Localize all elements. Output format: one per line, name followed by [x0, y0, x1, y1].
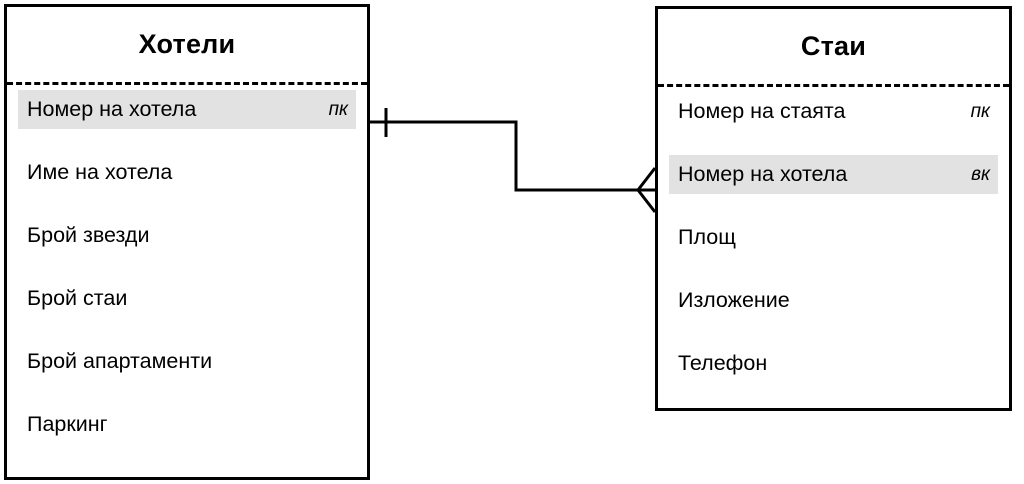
attribute-row[interactable]: Брой стаи [18, 279, 356, 318]
attribute-row[interactable]: Изложение [669, 281, 998, 320]
cardinality-many-marker [636, 167, 657, 213]
entity-title-rooms: Стаи [800, 31, 867, 61]
entity-header-separator [658, 84, 1009, 87]
attribute-name: Брой апартаменти [27, 349, 213, 373]
attribute-name: Брой стаи [27, 286, 128, 310]
attribute-row[interactable]: Брой звезди [18, 216, 356, 255]
attribute-name: Име на хотела [27, 160, 173, 184]
attribute-key-badge: пк [328, 99, 348, 120]
attribute-name: Телефон [678, 351, 768, 375]
attribute-row[interactable]: Телефон [669, 344, 998, 383]
relationship-line [370, 120, 655, 192]
entity-title-hotels: Хотели [138, 29, 236, 59]
attribute-row[interactable]: Площ [669, 218, 998, 257]
attribute-key-badge: вк [971, 164, 990, 185]
attribute-row[interactable]: Номер на хотела пк [18, 90, 356, 129]
attribute-row[interactable]: Име на хотела [18, 153, 356, 192]
attribute-name: Изложение [678, 288, 790, 312]
attribute-row[interactable]: Номер на стаята пк [669, 92, 998, 131]
attribute-name: Номер на хотела [678, 162, 848, 186]
attribute-name: Брой звезди [27, 223, 150, 247]
attribute-row[interactable]: Паркинг [18, 405, 356, 444]
entity-header-separator [7, 82, 367, 85]
attribute-row[interactable]: Брой апартаменти [18, 342, 356, 381]
attribute-row[interactable]: Номер на хотела вк [669, 155, 998, 194]
attribute-name: Номер на хотела [27, 97, 197, 121]
attribute-name: Площ [678, 225, 736, 249]
attribute-name: Паркинг [27, 412, 108, 436]
attribute-name: Номер на стаята [678, 99, 846, 123]
attribute-key-badge: пк [970, 101, 990, 122]
